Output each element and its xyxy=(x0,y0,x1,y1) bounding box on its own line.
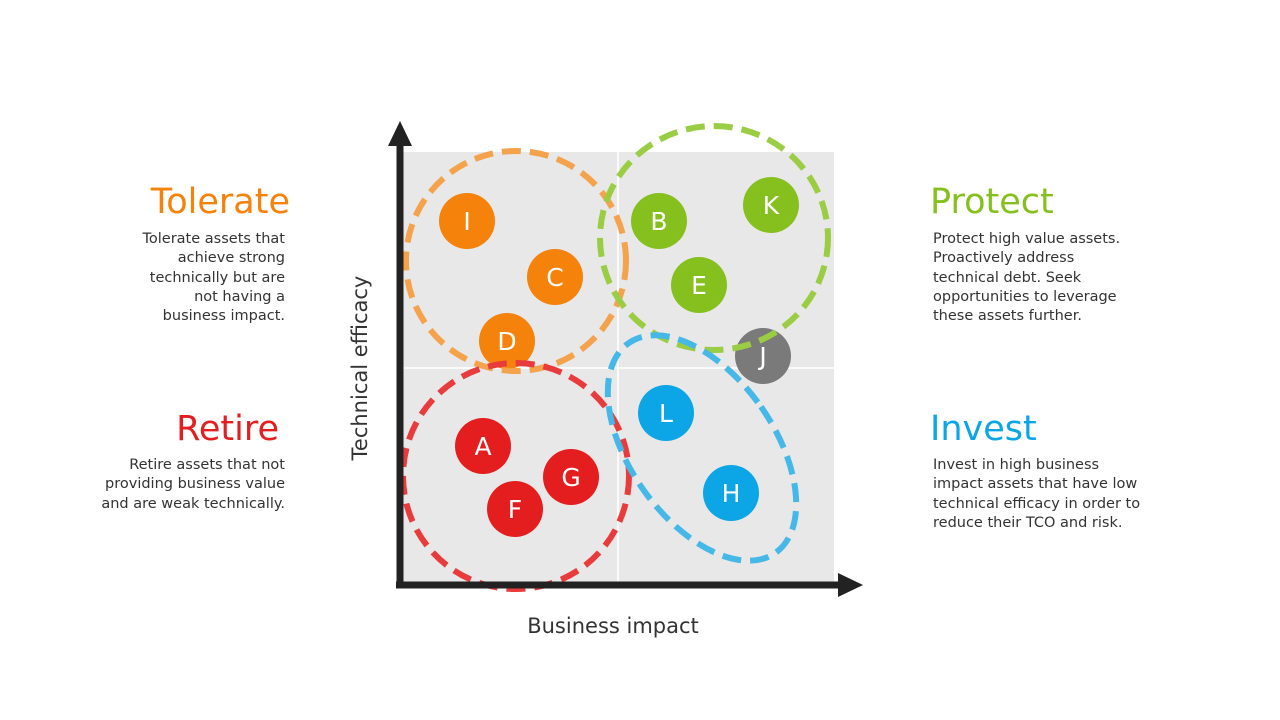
asset-label: F xyxy=(508,495,522,524)
asset-f: F xyxy=(487,481,543,537)
protect-title: Protect xyxy=(930,182,1054,222)
protect-description-line: technical debt. Seek xyxy=(933,269,1082,286)
tolerate-group-ring xyxy=(403,148,629,374)
asset-c: C xyxy=(527,249,583,305)
asset-b: B xyxy=(631,193,687,249)
invest-description-line: technical efficacy in order to xyxy=(933,495,1141,512)
asset-label: C xyxy=(546,263,563,292)
protect-group-ring xyxy=(597,123,831,353)
retire-description-line: Retire assets that not xyxy=(129,457,285,473)
asset-a: A xyxy=(455,418,511,474)
tolerate-description-line: achieve strong xyxy=(177,250,285,267)
invest-description-line: reduce their TCO and risk. xyxy=(933,514,1123,531)
asset-circle xyxy=(703,465,759,521)
retire-description: Retire assets that not providing busines… xyxy=(101,456,285,514)
protect-description-line: Proactively address xyxy=(933,250,1075,267)
asset-g: G xyxy=(543,449,599,505)
asset-circle xyxy=(479,313,535,369)
tolerate-title: Tolerate xyxy=(150,182,290,222)
asset-d: D xyxy=(479,313,535,369)
asset-circle xyxy=(671,257,727,313)
protect-description-line: Protect high value assets. xyxy=(933,231,1121,247)
asset-circle xyxy=(743,177,799,233)
tolerate-description: Tolerate assets that achieve strong tech… xyxy=(143,230,286,326)
asset-circle xyxy=(543,449,599,505)
asset-label: G xyxy=(561,463,580,492)
protect-description-line: opportunities to leverage xyxy=(933,288,1117,305)
y-axis-label: Technical efficacy xyxy=(348,276,372,462)
invest-group-ring xyxy=(604,332,800,564)
tolerate-description-line: technically but are xyxy=(149,269,285,286)
asset-circle xyxy=(527,249,583,305)
y-axis-arrow-icon xyxy=(388,121,412,146)
protect-description-line: these assets further. xyxy=(933,308,1082,325)
protect-description: Protect high value assets. Proactively a… xyxy=(933,230,1120,326)
tolerate-description-line: business impact. xyxy=(162,308,285,325)
asset-label: H xyxy=(722,479,741,508)
assets-layer: I C D B K E J L H A G F xyxy=(439,177,799,537)
asset-label: D xyxy=(497,327,516,356)
asset-circle xyxy=(455,418,511,474)
asset-label: L xyxy=(659,399,673,428)
asset-label: K xyxy=(763,191,780,220)
invest-description-line: impact assets that have low xyxy=(933,476,1138,493)
axes xyxy=(388,121,863,597)
retire-description-line: providing business value xyxy=(105,476,285,493)
asset-i: I xyxy=(439,193,495,249)
asset-k: K xyxy=(743,177,799,233)
asset-circle xyxy=(439,193,495,249)
asset-label: J xyxy=(757,342,766,371)
asset-label: B xyxy=(650,207,667,236)
tolerate-description-line: not having a xyxy=(194,288,285,305)
asset-circle xyxy=(487,481,543,537)
asset-label: I xyxy=(463,207,470,236)
asset-circle xyxy=(631,193,687,249)
x-axis-label: Business impact xyxy=(527,614,699,638)
x-axis-arrow-icon xyxy=(838,573,863,597)
invest-description: Invest in high business impact assets th… xyxy=(933,456,1140,533)
invest-description-line: Invest in high business xyxy=(933,457,1100,473)
asset-label: A xyxy=(474,432,491,461)
invest-title: Invest xyxy=(930,409,1037,449)
asset-e: E xyxy=(671,257,727,313)
tolerate-description-line: Tolerate assets that xyxy=(142,231,286,247)
asset-l: L xyxy=(638,385,694,441)
asset-circle xyxy=(638,385,694,441)
asset-h: H xyxy=(703,465,759,521)
retire-title: Retire xyxy=(176,409,279,449)
asset-label: E xyxy=(691,271,707,300)
retire-description-line: and are weak technically. xyxy=(101,495,285,512)
